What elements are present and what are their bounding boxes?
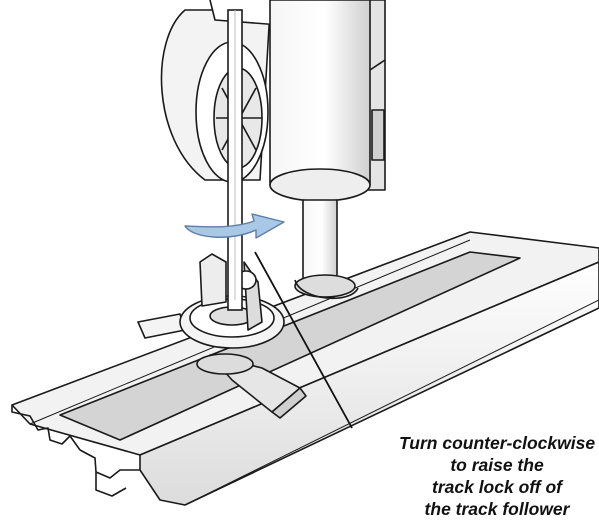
callout-line-1: Turn counter-clockwise (398, 433, 596, 453)
callout-line-3: track lock off of (432, 477, 562, 497)
callout-line-4: the track follower (424, 499, 570, 519)
instruction-callout: Turn counter-clockwise to raise the trac… (395, 432, 599, 520)
track-lock (179, 253, 285, 349)
wheel-carriage (160, 0, 281, 183)
counter-clockwise-arrow-icon (184, 213, 285, 239)
lock-key-shaft (227, 9, 243, 311)
callout-leader-line (254, 251, 353, 429)
callout-line-2: to raise the (450, 455, 544, 475)
frame-post (269, 0, 386, 300)
